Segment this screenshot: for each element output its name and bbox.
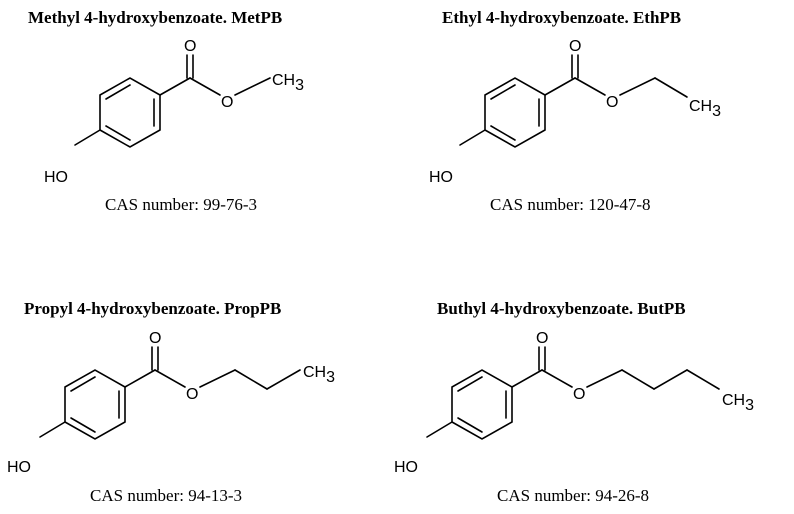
ester-oxygen-label: O [221, 94, 233, 111]
compound-title-butyl: Buthyl 4-hydroxybenzoate. ButPB [437, 299, 686, 318]
methyl-label: CH3 [303, 364, 335, 386]
ester-oxygen-label: O [186, 386, 198, 403]
methyl-label: CH3 [272, 72, 304, 94]
oh-label: HO [394, 459, 418, 476]
compound-title-methyl: Methyl 4-hydroxybenzoate. MetPB [28, 8, 283, 27]
structure-butylparaben: HO O O CH3 [394, 330, 754, 476]
cas-number-butyl: CAS number: 94-26-8 [497, 486, 650, 505]
structure-ethylparaben: HO O O CH3 [429, 38, 721, 186]
compound-title-propyl: Propyl 4-hydroxybenzoate. PropPB [24, 299, 282, 318]
cas-number-methyl: CAS number: 99-76-3 [105, 195, 258, 214]
carbonyl-oxygen-label: O [149, 330, 161, 347]
cas-number-propyl: CAS number: 94-13-3 [90, 486, 243, 505]
ester-oxygen-label: O [573, 386, 585, 403]
carbonyl-oxygen-label: O [184, 38, 196, 55]
oh-label: HO [44, 169, 68, 186]
ester-oxygen-label: O [606, 94, 618, 111]
structure-methylparaben: HO O O CH3 [44, 38, 304, 186]
compound-title-ethyl: Ethyl 4-hydroxybenzoate. EthPB [442, 8, 682, 27]
methyl-label: CH3 [722, 392, 754, 414]
methyl-label: CH3 [689, 98, 721, 120]
cas-number-ethyl: CAS number: 120-47-8 [490, 195, 651, 214]
structure-propylparaben: HO O O CH3 [7, 330, 335, 476]
oh-label: HO [7, 459, 31, 476]
carbonyl-oxygen-label: O [569, 38, 581, 55]
carbonyl-oxygen-label: O [536, 330, 548, 347]
oh-label: HO [429, 169, 453, 186]
